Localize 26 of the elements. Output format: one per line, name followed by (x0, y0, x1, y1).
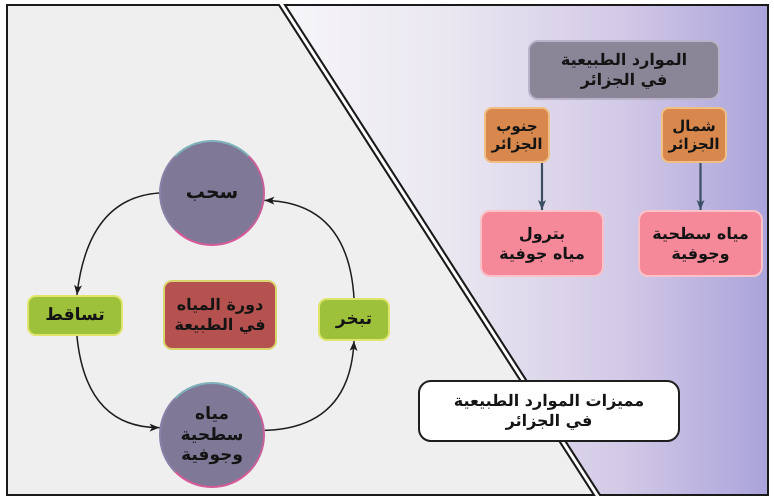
caption-box (418, 380, 680, 442)
center-topic-box (163, 280, 277, 350)
node-text: بترول مياه جوفية (499, 224, 585, 264)
node-text: تساقط (45, 305, 105, 326)
node-text: مياه سطحية وجوفية (180, 404, 244, 466)
node-text: تبخر (336, 309, 372, 330)
process-box (27, 295, 123, 336)
region-box (661, 107, 727, 163)
node-text: شمال الجزائر (668, 116, 720, 154)
node-text: دورة المياه في الطبيعة (174, 295, 266, 335)
arrow (74, 192, 160, 296)
node-text: مميزات الموارد الطبيعية في الجزائر (454, 391, 644, 431)
arrow (538, 163, 546, 210)
root-box (528, 40, 720, 100)
process-box (318, 298, 390, 341)
node-text: جنوب الجزائر (491, 116, 543, 154)
node-text: مياه سطحية وجوفية (652, 224, 749, 264)
arrow (264, 197, 355, 298)
resource-box (638, 210, 763, 277)
node-text: الموارد الطبيعية في الجزائر (560, 50, 688, 90)
node-text: سحب (186, 181, 238, 205)
resource-box (480, 210, 604, 277)
arrow (76, 336, 160, 432)
arrow (264, 340, 358, 432)
region-box (484, 107, 550, 163)
arrow (696, 163, 704, 210)
